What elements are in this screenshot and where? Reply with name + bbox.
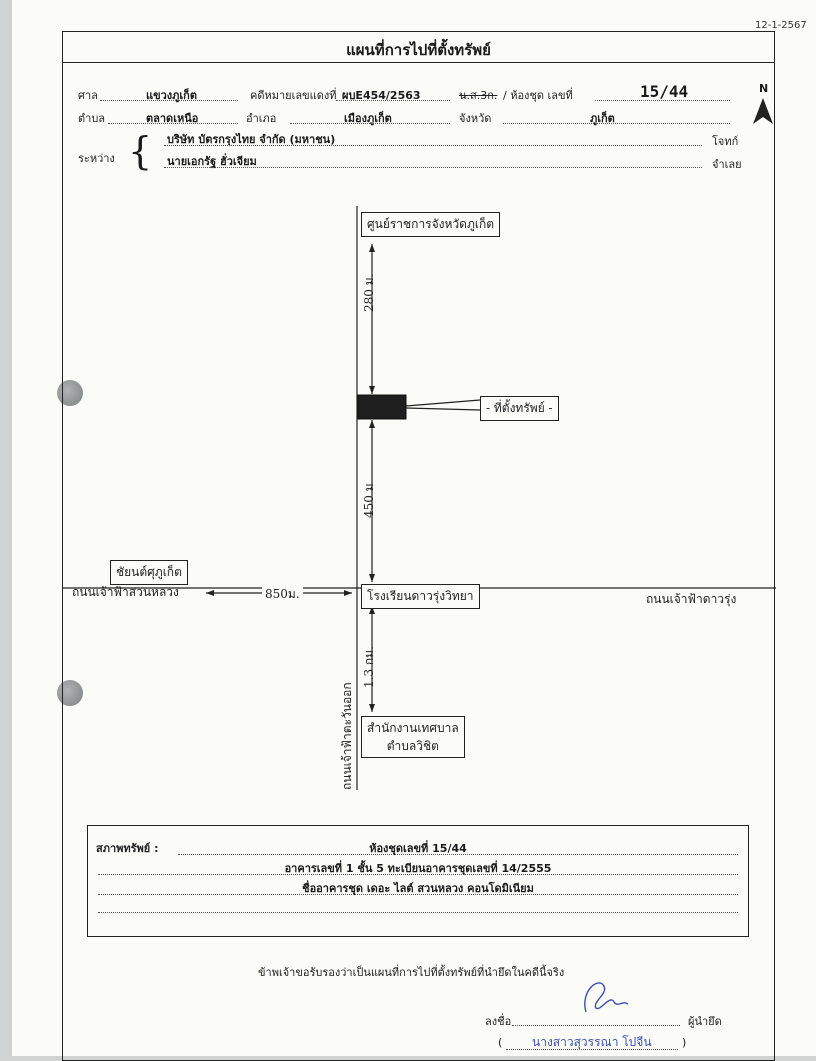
status-line-3: ชื่ออาคารชุด เดอะ ไลต์ สวนหลวง คอนโดมิเน… (302, 882, 534, 895)
subdistrict-underline (108, 123, 238, 124)
case-underline (336, 100, 450, 101)
court-underline (100, 100, 238, 101)
pointer-line-2 (405, 407, 481, 411)
arrow-head (369, 606, 375, 614)
bottom-road-text: ถนนเจ้าฟ้าตะวันออก (340, 682, 354, 790)
case-label: คดีหมายเลขแดงที่ (250, 89, 337, 102)
arrow-head (369, 704, 375, 712)
document-code: 12-1-2567 (755, 20, 807, 31)
page-title: แผนที่การไปที่ตั้งทรัพย์ (346, 41, 491, 59)
court-label: ศาล (78, 89, 98, 102)
name-underline (506, 1049, 678, 1050)
plaintiff-name: บริษัท บัตรกรุงไทย จำกัด (มหาชน) (167, 133, 336, 146)
document-sheet (12, 0, 816, 1056)
case-value: ผบE454/2563 (342, 89, 421, 102)
binder-hole-bottom (57, 680, 83, 706)
distance-bottom-text: 1.3 กม. (362, 646, 376, 688)
property-label-box: - ที่ตั้งทรัพย์ - (480, 396, 559, 421)
distance-top-text: 280 ม. (362, 273, 376, 312)
province-underline (503, 123, 730, 124)
bottom-road-label: ถนนเจ้าฟ้าตะวันออก (338, 682, 357, 790)
court-value: แขวงภูเก็ต (146, 89, 197, 102)
north-label: N (759, 82, 769, 95)
district-underline (290, 123, 450, 124)
arrow-head (344, 590, 352, 596)
property-marker (357, 394, 407, 420)
unit-value: 15/44 (640, 82, 689, 101)
distance-mid-text: 450 ม (362, 483, 376, 518)
plaintiff-role: โจทก์ (712, 135, 739, 148)
subdistrict-label: ตำบล (78, 112, 106, 125)
status-line-1: ห้องชุดเลขที่ 15/44 (369, 842, 467, 855)
arrow-head (369, 574, 375, 582)
pointer-line-1 (405, 399, 481, 407)
unit-underline (595, 100, 730, 101)
close-paren: ) (682, 1036, 687, 1049)
arrow-head (369, 244, 375, 252)
status-dotline-3 (98, 894, 738, 895)
certify-text: ข้าพเจ้าขอรับรองว่าเป็นแผนที่การไปที่ตั้… (258, 966, 565, 979)
arrow-head (369, 386, 375, 394)
district-value: เมืองภูเก็ต (344, 112, 392, 125)
signer-name: นางสาวสุวรรณา โปจีน (532, 1035, 652, 1049)
property-status-box: สภาพทรัพย์ : ห้องชุดเลขที่ 15/44 อาคารเล… (87, 825, 749, 937)
status-label: สภาพทรัพย์ : (96, 842, 159, 855)
open-paren: ( (498, 1036, 503, 1049)
north-arrow-icon (753, 98, 773, 124)
case-struck-text: น.ส.3ก. (459, 89, 498, 102)
title-band: แผนที่การไปที่ตั้งทรัพย์ (62, 31, 775, 63)
district-label: อำเภอ (246, 112, 277, 125)
status-dotline-1 (178, 854, 738, 855)
left-place-box: ชัยนต์ศุภูเก็ต (110, 560, 188, 585)
plaintiff-underline (164, 145, 702, 146)
distance-top: 280 ม. (360, 274, 379, 312)
province-label: จังหวัด (459, 112, 492, 125)
distance-bottom: 1.3 กม. (360, 646, 379, 688)
defendant-role: จำเลย (712, 158, 742, 171)
signer-role: ผู้นำยึด (688, 1015, 722, 1028)
defendant-underline (164, 167, 702, 168)
junction-place-box: โรงเรียนดาวรุ่งวิทยา (361, 584, 480, 609)
distance-left: 850ม. (262, 585, 303, 604)
binder-hole-top (57, 380, 83, 406)
unit-label: / ห้องชุด เลขที่ (503, 89, 573, 102)
status-line-2: อาคารเลขที่ 1 ชั้น 5 ทะเบียนอาคารชุดเลขท… (284, 862, 552, 875)
signature-scribble (584, 982, 629, 1013)
arrow-head (206, 590, 214, 596)
province-value: ภูเก็ต (590, 112, 615, 125)
bottom-place-box: สำนักงานเทศบาล ตำบลวิชิต (361, 716, 465, 758)
left-road-label: ถนนเจ้าฟ้าสวนหลวง (72, 585, 179, 599)
sign-label: ลงชื่อ (485, 1015, 512, 1028)
bottom-place-line-2: ตำบลวิชิต (386, 739, 439, 753)
right-road-label: ถนนเจ้าฟ้าดาวรุ่ง (646, 592, 737, 606)
top-place-box: ศูนย์ราชการจังหวัดภูเก็ต (361, 212, 501, 237)
bottom-place-line-1: สำนักงานเทศบาล (367, 721, 459, 735)
status-dotline-2 (98, 874, 738, 875)
distance-mid: 450 ม (360, 483, 379, 518)
subdistrict-value: ตลาดเหนือ (146, 112, 199, 125)
brace-glyph: { (128, 129, 153, 173)
defendant-name: นายเอกรัฐ ฮั่วเจียม (167, 155, 257, 168)
status-dotline-4 (98, 912, 738, 913)
arrow-head (369, 420, 375, 428)
between-label: ระหว่าง (78, 152, 115, 165)
sign-underline (512, 1025, 680, 1026)
